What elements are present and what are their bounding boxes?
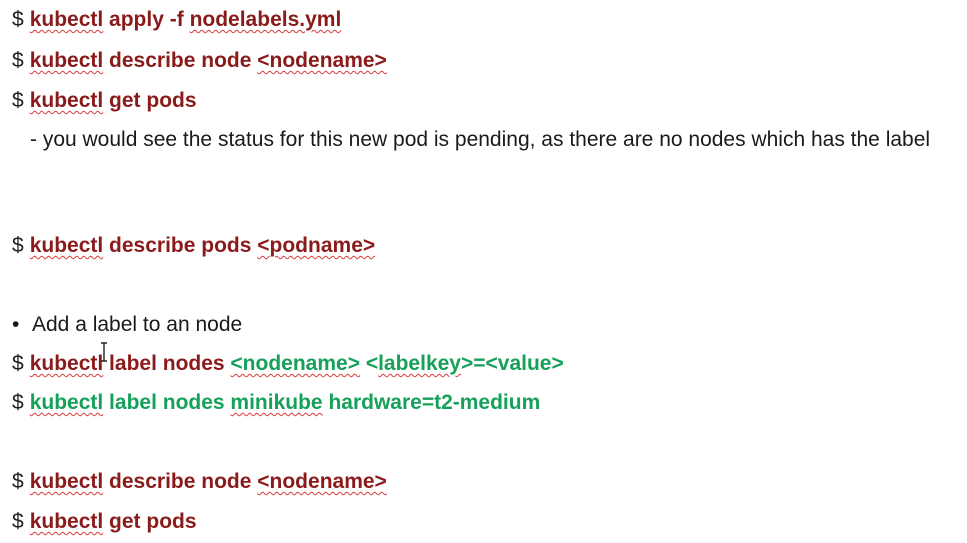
prompt-symbol: $ xyxy=(12,89,24,112)
spellcheck-word: kubectl xyxy=(29,510,104,533)
prompt-symbol: $ xyxy=(12,391,24,414)
command-token: describe node xyxy=(103,470,258,493)
prompt-symbol: $ xyxy=(12,352,24,375)
spellcheck-word: kubectl xyxy=(29,49,104,72)
command-token: get pods xyxy=(103,89,197,112)
command-line: $kubectl get pods xyxy=(12,510,197,534)
prompt-symbol: $ xyxy=(12,470,24,493)
spellcheck-word: labelkey xyxy=(378,352,461,375)
command-text: kubectl describe node <nodename> xyxy=(30,49,387,72)
spellcheck-word: nodelabels.yml xyxy=(189,8,342,31)
explanation-note: - you would see the status for this new … xyxy=(12,126,962,154)
command-token: apply -f xyxy=(103,8,190,31)
command-line: $kubectl describe node <nodename> xyxy=(12,470,387,494)
prompt-symbol: $ xyxy=(12,8,24,31)
spellcheck-word: kubectl xyxy=(29,234,104,257)
command-token: < xyxy=(359,352,379,375)
command-token: describe pods xyxy=(103,234,258,257)
command-token: label nodes xyxy=(103,352,231,375)
spellcheck-word: kubectl xyxy=(29,352,104,375)
prompt-symbol: $ xyxy=(12,49,24,72)
command-token: label nodes xyxy=(103,391,231,414)
command-text: kubectl describe node <nodename> xyxy=(30,470,387,493)
command-token: hardware=t2-medium xyxy=(322,391,541,414)
command-line: $kubectl label nodes minikube hardware=t… xyxy=(12,391,540,415)
spellcheck-word: kubectl xyxy=(29,470,104,493)
command-text: kubectl label nodes minikube hardware=t2… xyxy=(30,391,541,414)
spellcheck-word: <podname> xyxy=(257,234,376,257)
spellcheck-word: kubectl xyxy=(29,391,104,414)
spellcheck-word: <nodename> xyxy=(257,49,387,72)
command-line: $kubectl describe node <nodename> xyxy=(12,49,387,73)
command-text: kubectl label nodes <nodename> <labelkey… xyxy=(30,352,564,375)
note-text: - you would see the status for this new … xyxy=(30,128,931,151)
command-text: kubectl apply -f nodelabels.yml xyxy=(30,8,342,31)
command-line: $kubectl describe pods <podname> xyxy=(12,234,375,258)
spellcheck-word: minikube xyxy=(230,391,323,414)
prompt-symbol: $ xyxy=(12,234,24,257)
bullet-item: • Add a label to an node xyxy=(12,313,242,337)
command-text: kubectl get pods xyxy=(30,89,197,112)
spellcheck-word: kubectl xyxy=(29,89,104,112)
command-line: $kubectl get pods xyxy=(12,89,197,113)
command-token: describe node xyxy=(103,49,258,72)
bullet-symbol: • xyxy=(12,313,20,336)
command-text: kubectl get pods xyxy=(30,510,197,533)
command-text: kubectl describe pods <podname> xyxy=(30,234,375,257)
command-token: get pods xyxy=(103,510,197,533)
bullet-text: Add a label to an node xyxy=(32,313,243,336)
command-line: $kubectl apply -f nodelabels.yml xyxy=(12,8,341,32)
spellcheck-word: kubectl xyxy=(29,8,104,31)
text-cursor-icon xyxy=(101,342,107,362)
prompt-symbol: $ xyxy=(12,510,24,533)
command-line: $kubectl label nodes <nodename> <labelke… xyxy=(12,352,564,376)
command-token: >=<value> xyxy=(461,352,564,375)
spellcheck-word: <nodename> xyxy=(230,352,360,375)
spellcheck-word: <nodename> xyxy=(257,470,387,493)
